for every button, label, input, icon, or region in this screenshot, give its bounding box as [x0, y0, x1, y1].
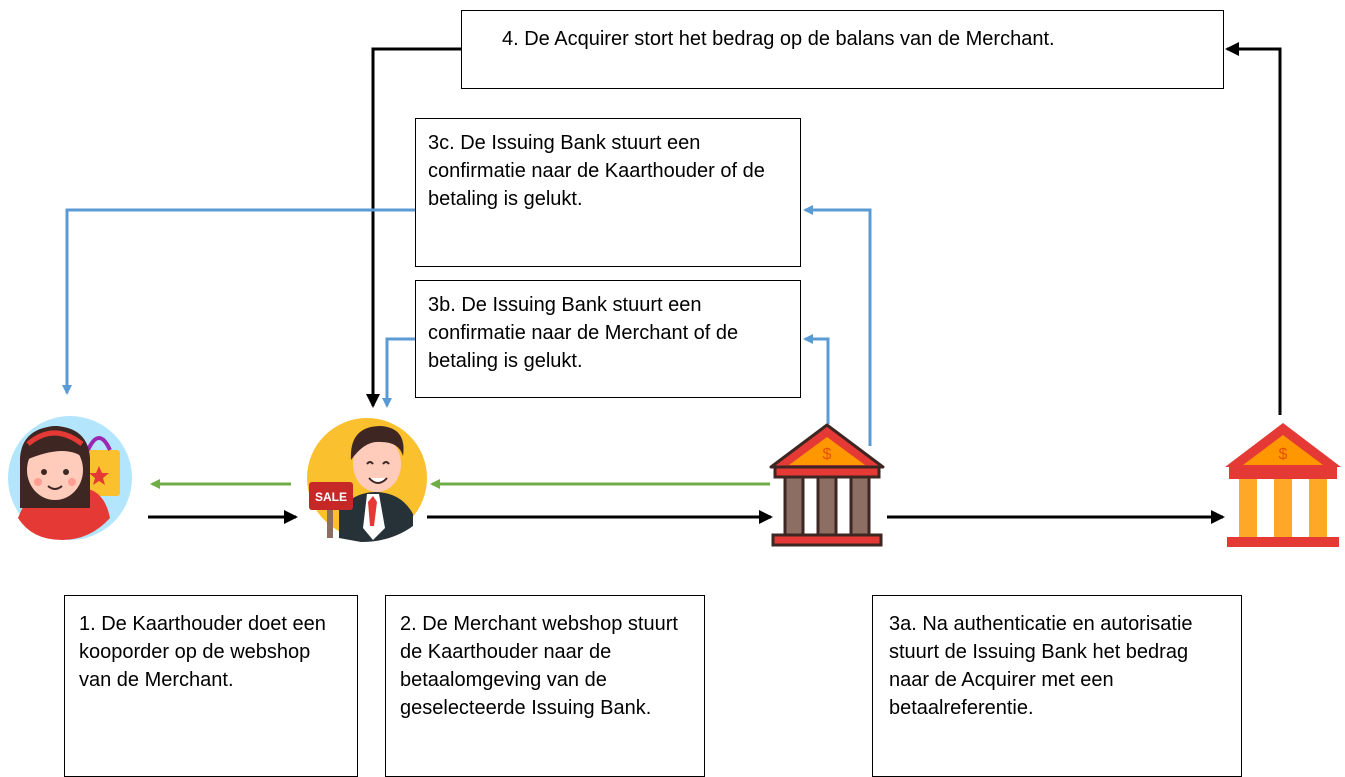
arrow-box3c-to-cardholder: [62, 208, 415, 395]
sale-sign-label: SALE: [315, 490, 347, 504]
salesman-icon: SALE: [307, 418, 427, 542]
step4-box: 4. De Acquirer stort het bedrag op de ba…: [461, 10, 1224, 89]
shopper-woman-icon: [8, 416, 132, 540]
arrow-box4-to-merchant: [366, 47, 461, 408]
step1-text: 1. De Kaarthouder doet een kooporder op …: [79, 613, 326, 691]
step1-box: 1. De Kaarthouder doet een kooporder op …: [64, 595, 358, 777]
step3b-box: 3b. De Issuing Bank stuurt een confirmat…: [415, 280, 801, 398]
arrow-acquirer-to-box4: [1225, 42, 1282, 415]
step3b-text: 3b. De Issuing Bank stuurt een confirmat…: [428, 294, 739, 372]
step2-text: 2. De Merchant webshop stuurt de Kaartho…: [400, 613, 678, 719]
svg-text:$: $: [1279, 446, 1288, 463]
svg-text:$: $: [823, 446, 832, 463]
arrow-bank-to-box3c: [803, 205, 872, 446]
step3c-box: 3c. De Issuing Bank stuurt een confirmat…: [415, 118, 801, 267]
issuing-bank-icon: $: [769, 423, 885, 547]
step3c-text: 3c. De Issuing Bank stuurt een confirmat…: [428, 132, 765, 210]
acquirer-bank-icon: $: [1225, 423, 1341, 547]
step2-box: 2. De Merchant webshop stuurt de Kaartho…: [385, 595, 705, 777]
step4-text: 4. De Acquirer stort het bedrag op de ba…: [502, 28, 1055, 50]
step3a-box: 3a. Na authenticatie en autorisatie stuu…: [872, 595, 1242, 777]
arrow-box3b-to-merchant: [382, 337, 415, 408]
step3a-text: 3a. Na authenticatie en autorisatie stuu…: [889, 613, 1193, 719]
arrow-bank-to-box3b: [803, 334, 830, 424]
